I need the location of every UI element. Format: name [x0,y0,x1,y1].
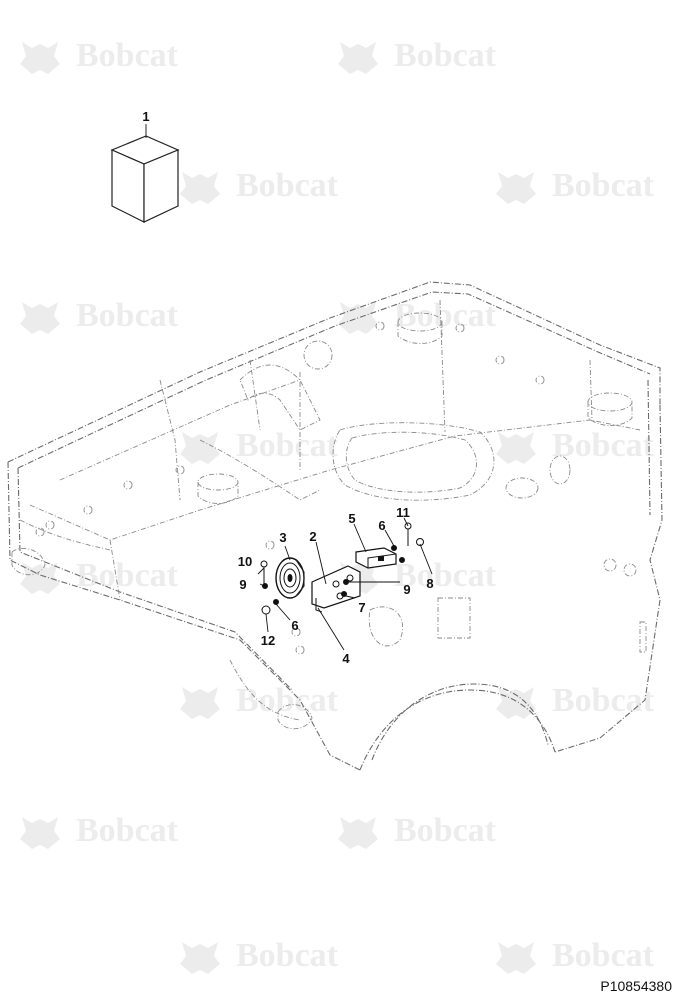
callout-8: 8 [426,576,433,591]
watermark-text: Bobcat [552,682,655,719]
bobcat-head-icon [496,172,536,204]
watermark-text: Bobcat [236,167,339,204]
callout-6-lower: 6 [291,618,298,633]
watermark-logo: Bobcat [180,167,339,204]
watermark-logo: Bobcat [20,37,179,74]
watermark-text: Bobcat [236,682,339,719]
leader-lines [145,124,433,651]
watermark-logo: Bobcat [180,427,339,464]
watermark-text: Bobcat [76,37,179,74]
watermark-logo: Bobcat [20,297,179,334]
watermark-text: Bobcat [394,812,497,849]
bracket-part [311,565,361,613]
callout-11: 11 [396,505,410,520]
watermark-text: Bobcat [236,937,339,974]
watermark-text: Bobcat [552,167,655,204]
watermark-logo: Bobcat [496,937,655,974]
watermark-text: Bobcat [76,297,179,334]
bobcat-head-icon [20,817,60,849]
watermark-logo: Bobcat [180,937,339,974]
watermark-logo: Bobcat [496,167,655,204]
watermark-logo: Bobcat [496,682,655,719]
bobcat-head-icon [496,942,536,974]
relay-part [355,547,397,569]
callout-4: 4 [342,651,350,666]
bobcat-head-icon [338,42,378,74]
kit-box-illustration [110,135,180,223]
bobcat-head-icon [180,687,220,719]
callout-5: 5 [348,511,355,526]
watermark-text: Bobcat [394,557,497,594]
bobcat-head-icon [20,562,60,594]
watermark-logo: Bobcat [20,812,179,849]
bobcat-head-icon [20,42,60,74]
callout-9-left: 9 [239,577,246,592]
bobcat-head-icon [180,432,220,464]
bobcat-head-icon [496,687,536,719]
watermark-text: Bobcat [552,937,655,974]
horn-part [275,557,305,599]
callout-1: 1 [142,109,149,124]
watermark-logo: Bobcat [338,812,497,849]
watermark-logo: Bobcat [180,682,339,719]
callout-labels: 1 2 3 4 5 6 6 7 8 9 9 10 11 12 [142,109,433,666]
watermark-text: Bobcat [236,427,339,464]
callout-2: 2 [309,529,316,544]
watermark-text: Bobcat [76,812,179,849]
bobcat-head-icon [180,942,220,974]
bobcat-head-icon [180,172,220,204]
bobcat-head-icon [20,302,60,334]
callout-9-right: 9 [403,582,410,597]
watermark-text: Bobcat [394,37,497,74]
callout-3: 3 [279,530,286,545]
callout-6-upper: 6 [378,518,385,533]
watermark-text: Bobcat [394,297,497,334]
bobcat-head-icon [496,432,536,464]
watermark-text: Bobcat [552,427,655,464]
reference-number: P10854380 [600,978,672,994]
machine-frame-illustration [7,281,663,771]
watermark-logo: Bobcat [338,37,497,74]
callout-7: 7 [358,600,365,615]
watermark-logo: Bobcat [20,557,179,594]
callout-10: 10 [238,554,252,569]
callout-12: 12 [261,633,275,648]
watermark-logo: Bobcat [496,427,655,464]
bobcat-head-icon [338,817,378,849]
watermark-logo: Bobcat [338,297,497,334]
watermark-text: Bobcat [76,557,179,594]
